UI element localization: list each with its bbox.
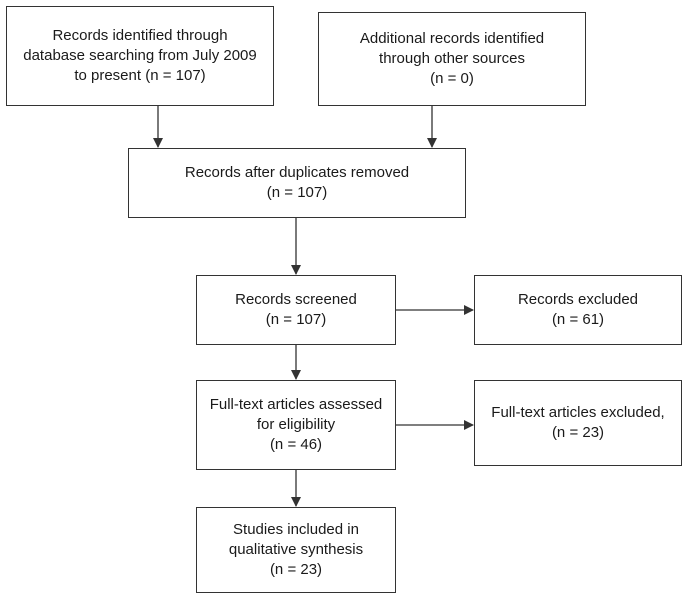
duplicates-removed-line-2: (n = 107) [266,184,328,201]
full-text-assessed-line-2: for eligibility [256,416,336,433]
additional-records-line-2: through other sources [379,50,525,67]
additional-records-line-3: (n = 0) [430,70,474,87]
full-text-assessed-line-3: (n = 46) [269,436,323,453]
studies-included-line-1: Studies included in [233,521,359,538]
records-excluded-line-2: (n = 61) [551,311,605,328]
full-text-excluded-line-2: (n = 23) [551,424,605,441]
records-screened-line-1: Records screened [235,291,357,308]
records-excluded-box: Records excluded (n = 61) [474,275,682,345]
records-identified-line-1: Records identified through [52,27,228,44]
records-identified-line-2: database searching from July 2009 [23,47,257,64]
records-identified-box: Records identified through database sear… [6,6,274,106]
full-text-assessed-box: Full-text articles assessed for eligibil… [196,380,396,470]
studies-included-line-2: qualitative synthesis [228,541,364,558]
full-text-excluded-line-1: Full-text articles excluded, [491,404,665,421]
duplicates-removed-box: Records after duplicates removed (n = 10… [128,148,466,218]
full-text-excluded-box: Full-text articles excluded, (n = 23) [474,380,682,466]
additional-records-line-1: Additional records identified [359,30,545,47]
studies-included-line-3: (n = 23) [269,561,323,578]
records-identified-line-3: to present (n = 107) [74,67,206,84]
records-screened-box: Records screened (n = 107) [196,275,396,345]
records-screened-line-2: (n = 107) [265,311,327,328]
records-excluded-line-1: Records excluded [517,291,639,308]
full-text-assessed-line-1: Full-text articles assessed [209,396,383,413]
duplicates-removed-line-1: Records after duplicates removed [184,164,410,181]
additional-records-box: Additional records identified through ot… [318,12,586,106]
studies-included-box: Studies included in qualitative synthesi… [196,507,396,593]
